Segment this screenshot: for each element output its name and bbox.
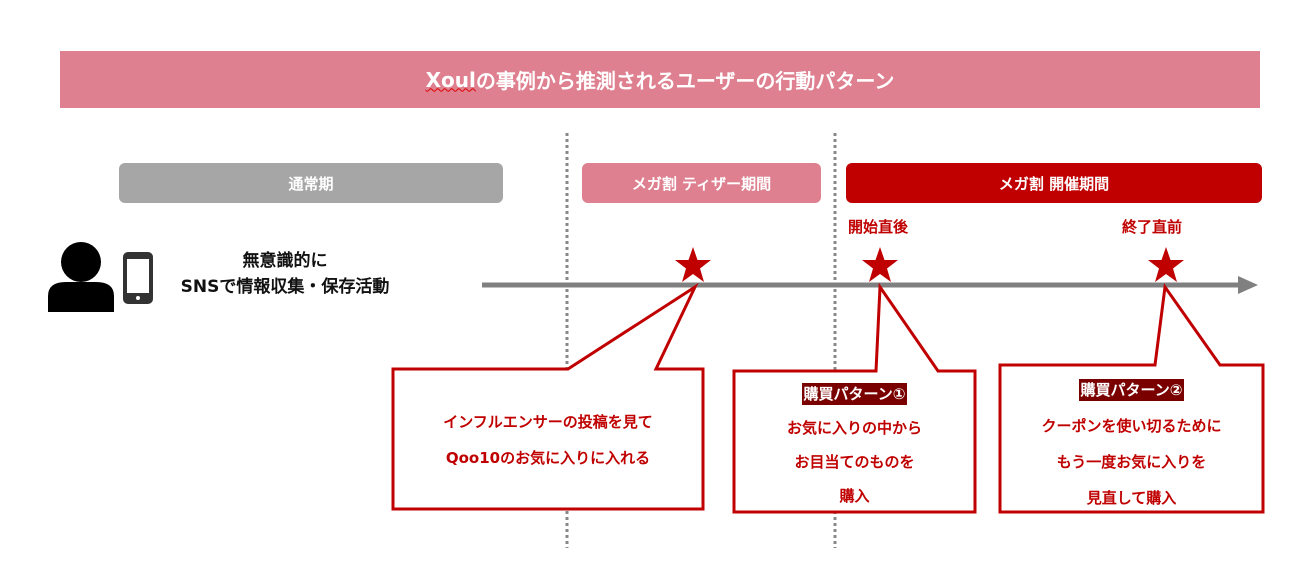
title-text: の事例から推測されるユーザーの行動パターン (475, 69, 895, 93)
callout-line: お目当てのものを (794, 453, 915, 471)
user-description: 無意識的に SNSで情報収集・保存活動 (160, 248, 410, 300)
callout-heading: 購買パターン① (801, 383, 908, 405)
callout-1: インフルエンサーの投稿を見て Qoo10のお気に入りに入れる (395, 404, 701, 476)
star-icon (1148, 247, 1184, 282)
timeline-arrowhead-icon (1238, 276, 1258, 294)
callout-line: 見直して購入 (1086, 489, 1177, 507)
callout-1-shape (391, 282, 705, 511)
phase-teaser: メガ割 ティザー期間 (582, 163, 821, 203)
person-icon (48, 242, 114, 312)
label-start: 開始直後 (848, 218, 909, 236)
callout-line: 購入 (839, 487, 870, 505)
callout-heading: 購買パターン② (1078, 379, 1185, 401)
phase-normal: 通常期 (119, 163, 503, 203)
star-icon (862, 247, 898, 282)
callout-line: Qoo10のお気に入りに入れる (445, 449, 651, 467)
smartphone-icon (123, 252, 153, 304)
title-brand: Xoul (425, 67, 476, 92)
desc-line: SNSで情報収集・保存活動 (180, 277, 390, 297)
callout-line: お気に入りの中から (786, 419, 922, 437)
callout-3: 購買パターン② クーポンを使い切るために もう一度お気に入りを 見直して購入 (1002, 372, 1261, 516)
callout-line: クーポンを使い切るために (1041, 417, 1222, 435)
phase-main: メガ割 開催期間 (846, 163, 1262, 203)
callout-line: もう一度お気に入りを (1056, 453, 1207, 471)
desc-line: 無意識的に (242, 251, 328, 271)
callout-line: インフルエンサーの投稿を見て (443, 413, 653, 431)
label-end: 終了直前 (1122, 218, 1183, 236)
star-icon (675, 247, 711, 282)
callout-2: 購買パターン① お気に入りの中から お目当てのものを 購入 (736, 377, 973, 513)
